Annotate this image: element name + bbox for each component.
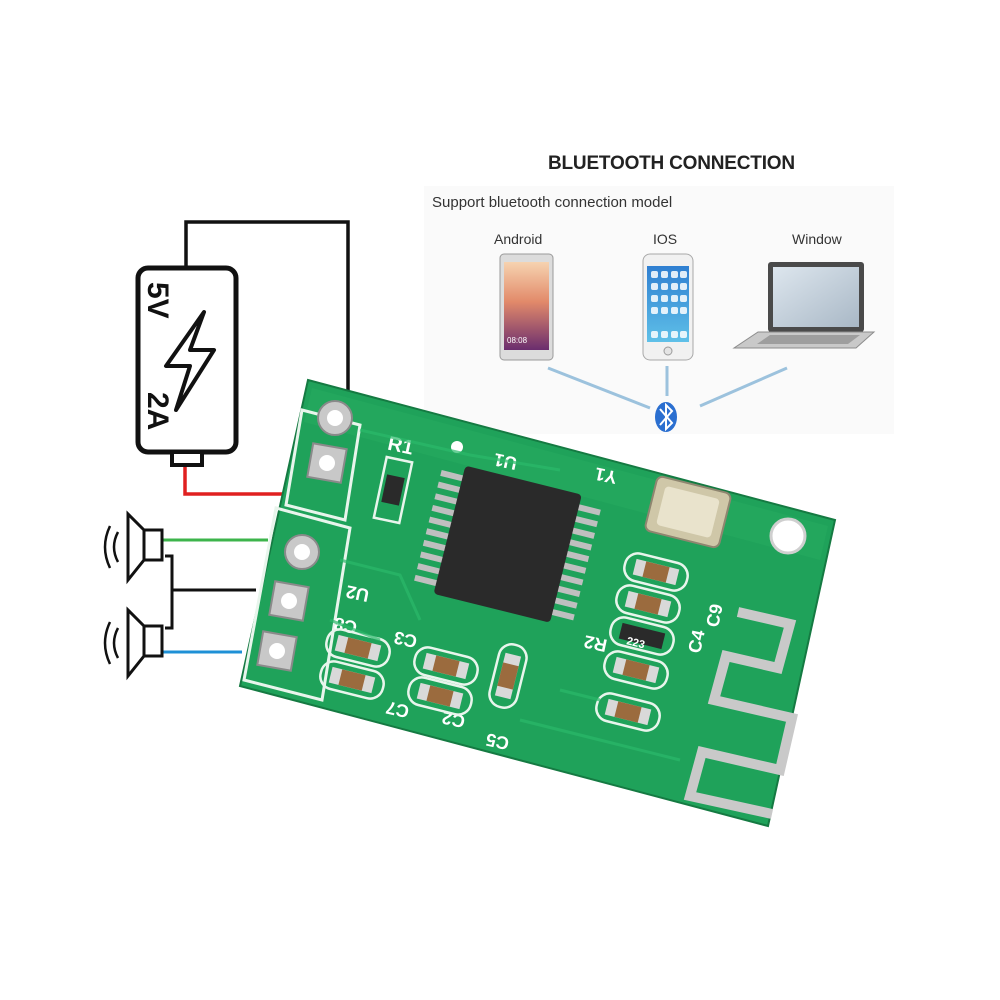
label-c5: C5	[484, 729, 511, 753]
panel-subtitle: Support bluetooth connection model	[432, 194, 673, 211]
label-u2: U2	[344, 581, 371, 605]
battery-wires	[183, 220, 350, 496]
ground-wire	[184, 220, 350, 392]
lightning-bolt-icon	[164, 310, 216, 412]
mounting-hole	[769, 517, 807, 555]
bluetooth-icon	[655, 402, 677, 432]
u1-chip	[414, 466, 601, 622]
svg-text:08:08: 08:08	[507, 336, 528, 345]
device-label-ios: IOS	[653, 231, 678, 247]
pcb-antenna	[683, 607, 798, 819]
r1-resistor	[372, 455, 414, 525]
battery-current: 2A	[141, 392, 174, 430]
link-window	[699, 366, 788, 408]
positive-wire	[183, 465, 285, 496]
iphone-icon	[642, 253, 694, 361]
label-c7: C7	[384, 697, 411, 721]
speaker-header-outline	[242, 506, 352, 702]
speaker-wires	[162, 538, 268, 654]
android-phone-icon: 08:08	[499, 253, 554, 361]
link-android	[547, 366, 651, 410]
label-c3: C3	[392, 627, 419, 651]
y1-crystal	[644, 475, 732, 549]
page-title: BLUETOOTH CONNECTION	[548, 153, 795, 174]
speaker-pads	[256, 534, 320, 672]
speaker-common-wire	[165, 554, 174, 630]
smd-capacitors-right: 223	[595, 552, 689, 732]
bluetooth-amplifier-board: R1 U1 Y1 U2 C8 C3 C7 C2 C5 R2 C9	[238, 378, 837, 828]
speaker-right-icon	[103, 606, 164, 681]
label-c4: C4	[684, 628, 708, 655]
device-label-android: Android	[494, 231, 543, 247]
label-y1: Y1	[593, 464, 619, 488]
label-r2: R2	[582, 631, 609, 655]
bluetooth-links	[547, 366, 788, 410]
resistor-code: 223	[625, 635, 646, 651]
battery-5v-2a: 5V 2A	[135, 265, 239, 467]
label-c9: C9	[702, 602, 726, 629]
smd-capacitors-left	[319, 628, 528, 716]
battery-voltage: 5V	[141, 282, 174, 319]
speaker-left-icon	[103, 510, 164, 585]
power-pads	[306, 400, 353, 484]
device-label-window: Window	[792, 231, 842, 247]
laptop-icon	[732, 262, 876, 349]
pcb-traces	[329, 428, 681, 762]
